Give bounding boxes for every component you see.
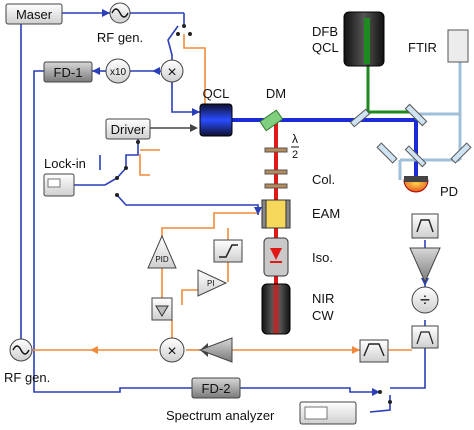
dfb-qcl-label: QCL	[312, 40, 339, 55]
dfb-qcl-core	[364, 18, 370, 64]
qcl-label: QCL	[203, 86, 230, 101]
photodetector-mount	[404, 176, 428, 182]
rf-gen-bottom-label: RF gen.	[4, 370, 50, 385]
collimator-lens-2	[264, 183, 288, 189]
eam-plate-right	[285, 199, 291, 229]
mixer-bottom-symbol: ×	[167, 343, 176, 360]
dfb-label: DFB	[312, 24, 338, 39]
iso-label: Iso.	[312, 250, 333, 265]
pi-controller	[197, 269, 228, 297]
fd1-label: FD-1	[54, 65, 83, 80]
bandpass-filter-bottom	[359, 339, 389, 363]
mirror-right	[450, 142, 472, 164]
waveplate	[264, 147, 288, 153]
mixer-top-symbol: ×	[167, 64, 176, 81]
lambda-denominator: 2	[292, 149, 298, 161]
x10-multiplier	[105, 58, 131, 84]
dichroic-mirror	[259, 109, 284, 132]
eam-plate-left	[261, 199, 267, 229]
pid-label: PID	[155, 255, 169, 264]
mirror-bottom	[404, 145, 427, 168]
fd2-label: FD-2	[202, 381, 231, 396]
photodetector	[403, 179, 429, 193]
isolator-diode-icon	[270, 248, 282, 260]
spectrum-analyzer-label: Spectrum analyzer	[166, 408, 275, 423]
amplifier-bottom	[198, 337, 233, 363]
lockin-label: Lock-in	[44, 156, 86, 171]
driver-label: Driver	[111, 122, 146, 137]
rf-gen-top-label: RF gen.	[97, 30, 143, 45]
col-label: Col.	[312, 172, 335, 187]
pid-controller	[147, 234, 177, 269]
flow-arrows	[92, 9, 429, 396]
ftir-box	[447, 29, 469, 63]
lockin-screen	[47, 178, 61, 188]
mirror-top-right	[404, 103, 428, 127]
mixer-top	[160, 59, 184, 83]
collimator-lens-1	[264, 169, 288, 175]
eam-label: EAM	[312, 206, 340, 221]
ramp-box	[213, 239, 243, 263]
bandpass-filter-right	[411, 213, 439, 239]
dm-label: DM	[266, 86, 286, 101]
beam-splitter	[349, 108, 371, 128]
divider-symbol: ÷	[420, 290, 430, 310]
mirror-left	[376, 142, 398, 164]
eam-body	[265, 199, 287, 229]
orange-arrows	[90, 346, 360, 354]
switch-dots	[115, 24, 392, 404]
mixer-bottom	[159, 337, 185, 363]
ftir-label: FTIR	[408, 40, 437, 55]
pd-label: PD	[440, 184, 458, 199]
fd2-box	[191, 377, 241, 399]
fd1-box	[43, 61, 93, 83]
qcl-device	[199, 103, 233, 137]
nir-laser	[261, 283, 291, 335]
x10-label: x10	[110, 67, 127, 78]
maser-label: Maser	[16, 7, 53, 22]
mixer-box-right	[411, 325, 439, 349]
pi-label: PI	[207, 279, 215, 288]
nir-label: NIR	[312, 291, 334, 306]
frequency-divider	[411, 286, 439, 314]
lambda-label: λ	[292, 132, 298, 146]
black-arrows	[150, 124, 208, 357]
spectrum-analyzer-screen	[304, 406, 328, 420]
amplifier-right	[409, 247, 441, 284]
cw-label: CW	[312, 308, 334, 323]
maser-box	[5, 3, 63, 25]
driver-box	[105, 118, 151, 140]
